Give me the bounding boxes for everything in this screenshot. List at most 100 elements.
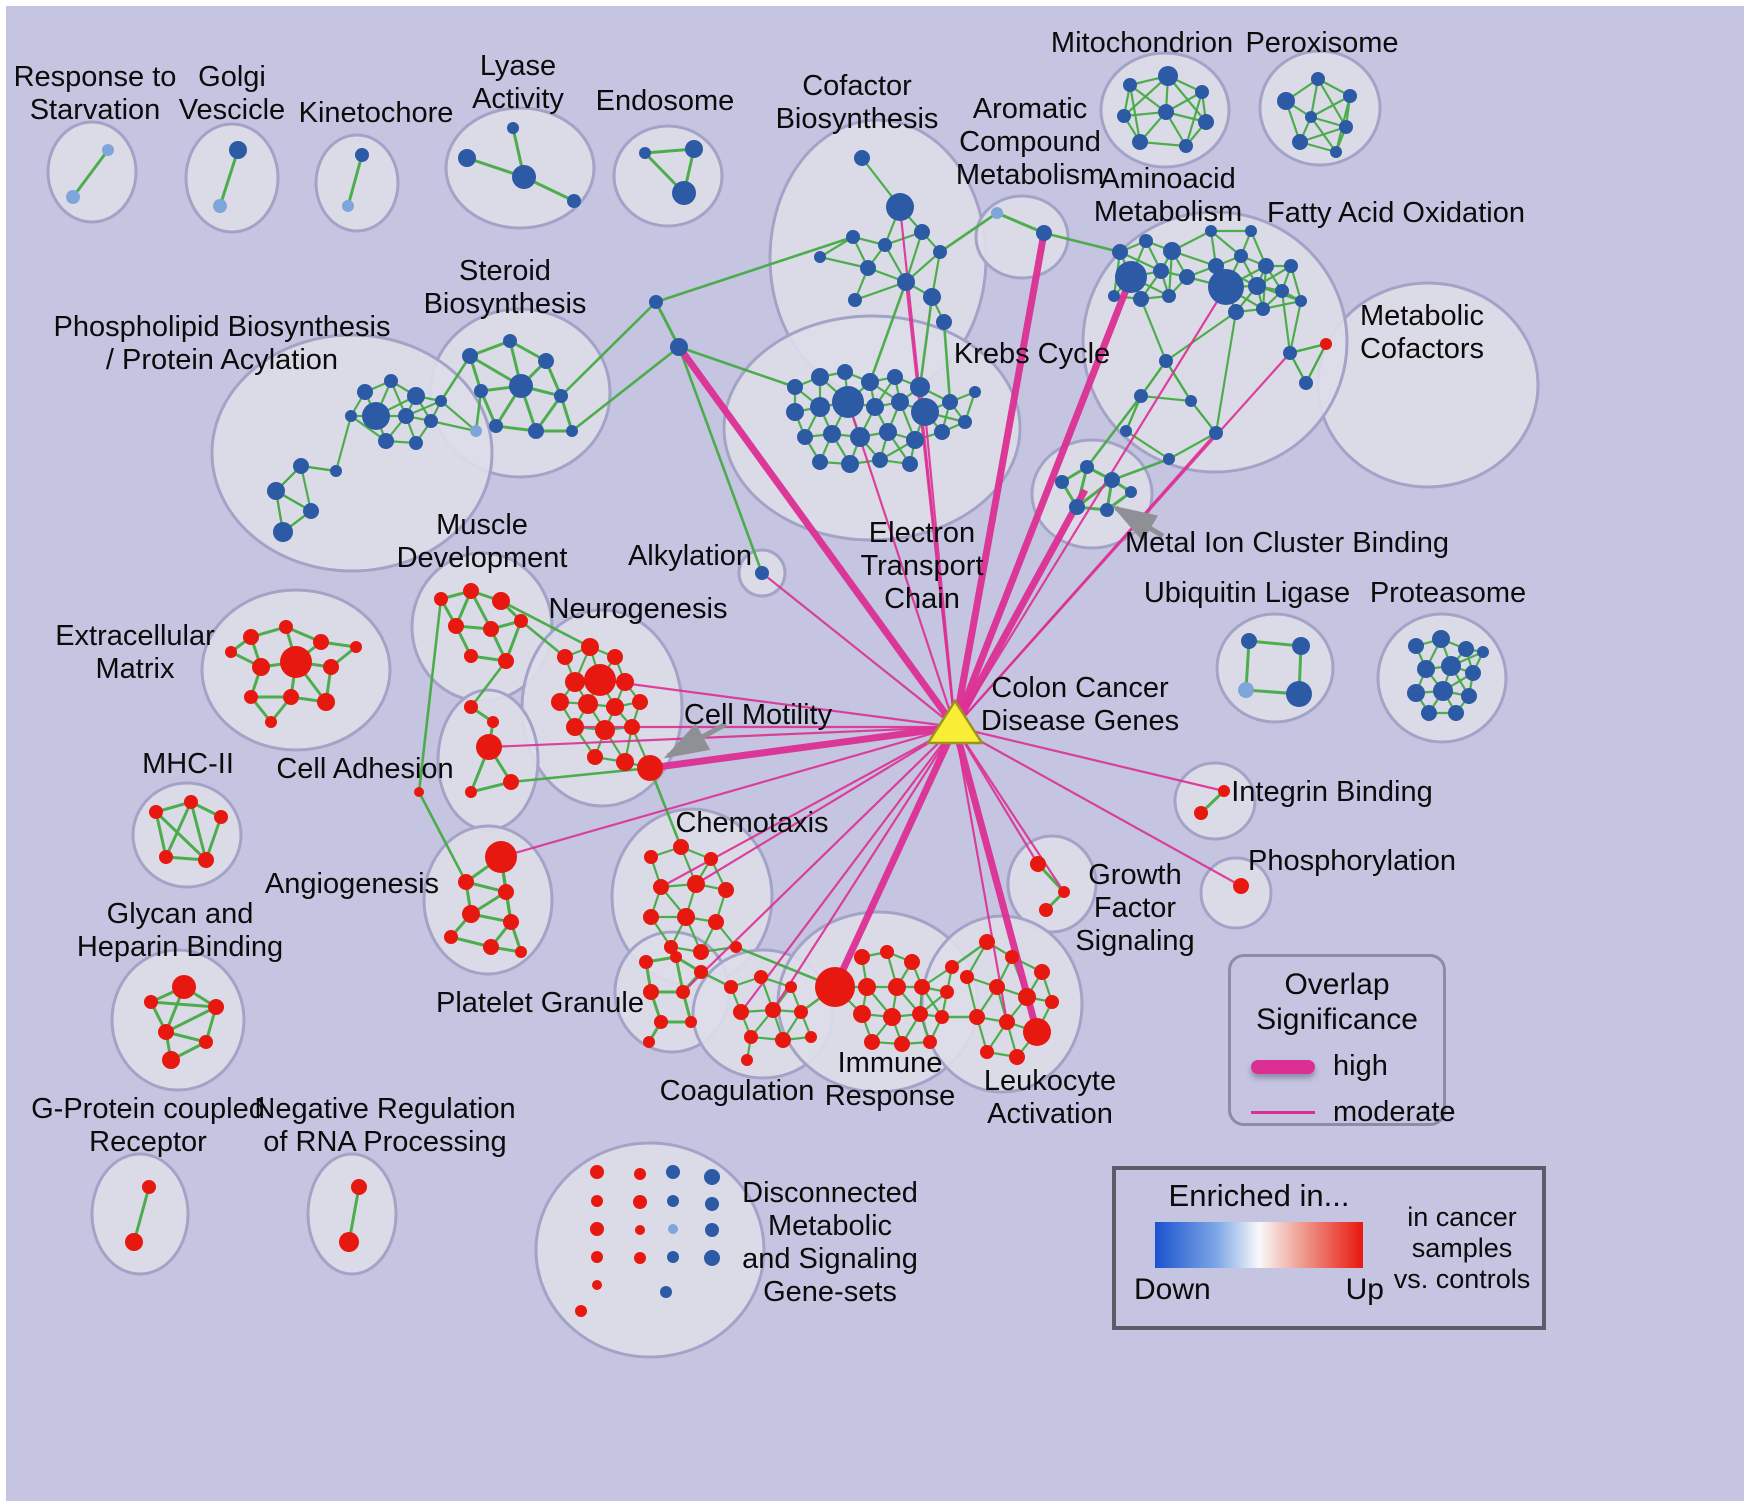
neurogenesis-node[interactable]: [565, 672, 585, 692]
extracellular-matrix-node[interactable]: [252, 658, 270, 676]
mitochondrion-node[interactable]: [1132, 134, 1148, 150]
muscle-development-node[interactable]: [463, 583, 479, 599]
electron-transport-chain-node[interactable]: [823, 425, 841, 443]
platelet-granule-node[interactable]: [685, 1016, 697, 1028]
muscle-development-node[interactable]: [498, 653, 514, 669]
kinetochore-node[interactable]: [342, 200, 354, 212]
electron-transport-chain-node[interactable]: [812, 454, 828, 470]
chemotaxis-node[interactable]: [704, 852, 718, 866]
response-to-starvation-node[interactable]: [102, 144, 114, 156]
chemotaxis-node[interactable]: [708, 914, 724, 930]
aromatic-compound-metabolism-node[interactable]: [991, 207, 1003, 219]
chemotaxis-node[interactable]: [677, 908, 695, 926]
neurogenesis-node[interactable]: [581, 638, 599, 656]
disconnected-gene-sets-node[interactable]: [705, 1197, 719, 1211]
immune-response-node[interactable]: [864, 1034, 880, 1050]
neurogenesis-node[interactable]: [637, 755, 663, 781]
growth-factor-signaling-node[interactable]: [1039, 903, 1053, 917]
peroxisome-node[interactable]: [1343, 89, 1357, 103]
coagulation-node[interactable]: [733, 1004, 749, 1020]
proteasome-node[interactable]: [1477, 646, 1489, 658]
steroid-biosynthesis-node[interactable]: [554, 389, 568, 403]
metabolism-core-node[interactable]: [1120, 425, 1132, 437]
mitochondrion-node[interactable]: [1195, 85, 1209, 99]
immune-response-node[interactable]: [945, 960, 959, 974]
cofactor-biosynthesis-node[interactable]: [814, 251, 826, 263]
ubiquitin-ligase-node[interactable]: [1286, 681, 1312, 707]
cell-adhesion-node[interactable]: [414, 787, 424, 797]
cofactor-biosynthesis-node[interactable]: [886, 193, 914, 221]
disconnected-gene-sets-node[interactable]: [704, 1169, 720, 1185]
proteasome-node[interactable]: [1465, 665, 1481, 681]
metabolism-core-node[interactable]: [1275, 284, 1289, 298]
metal-ion-cluster-binding-node[interactable]: [1125, 486, 1137, 498]
aromatic-compound-metabolism-node[interactable]: [1036, 225, 1052, 241]
immune-response-node[interactable]: [923, 1035, 937, 1049]
cell-adhesion-node[interactable]: [503, 774, 519, 790]
cofactor-biosynthesis-node[interactable]: [923, 288, 941, 306]
glycan-heparin-binding-node[interactable]: [208, 999, 224, 1015]
leukocyte-activation-node[interactable]: [980, 1045, 994, 1059]
immune-response-node[interactable]: [935, 1010, 949, 1024]
neurogenesis-node[interactable]: [606, 698, 624, 716]
metal-ion-cluster-binding-node[interactable]: [1055, 475, 1069, 489]
leukocyte-activation-node[interactable]: [1009, 1049, 1025, 1065]
coagulation-node[interactable]: [775, 1032, 791, 1048]
cell-adhesion-node[interactable]: [464, 700, 478, 714]
leukocyte-activation-node[interactable]: [989, 979, 1005, 995]
metabolism-core-node[interactable]: [1228, 304, 1244, 320]
phospholipid-biosynthesis-node[interactable]: [384, 374, 398, 388]
ubiquitin-ligase-node[interactable]: [1238, 682, 1254, 698]
metabolism-core-node[interactable]: [1115, 261, 1147, 293]
endosome-node[interactable]: [639, 147, 651, 159]
muscle-development-node[interactable]: [448, 618, 464, 634]
cell-adhesion-node[interactable]: [465, 786, 477, 798]
proteasome-node[interactable]: [1417, 660, 1435, 678]
angiogenesis-node[interactable]: [483, 939, 499, 955]
leukocyte-activation-node[interactable]: [1023, 1018, 1051, 1046]
angiogenesis-node[interactable]: [444, 930, 458, 944]
glycan-heparin-binding-node[interactable]: [172, 975, 196, 999]
phospholipid-biosynthesis-node[interactable]: [273, 522, 293, 542]
negative-regulation-rna-processing-node[interactable]: [339, 1232, 359, 1252]
electron-transport-chain-node[interactable]: [969, 386, 981, 398]
electron-transport-chain-node[interactable]: [787, 379, 803, 395]
metabolism-core-node[interactable]: [1108, 290, 1120, 302]
angiogenesis-node[interactable]: [458, 874, 474, 890]
neurogenesis-node[interactable]: [551, 693, 569, 711]
response-to-starvation-node[interactable]: [66, 190, 80, 204]
metabolism-core-node[interactable]: [1159, 354, 1173, 368]
coagulation-node[interactable]: [744, 1030, 758, 1044]
angiogenesis-node[interactable]: [515, 946, 527, 958]
kinetochore-node[interactable]: [355, 148, 369, 162]
golgi-vescicle-node[interactable]: [229, 141, 247, 159]
platelet-granule-node[interactable]: [670, 951, 682, 963]
platelet-granule-node[interactable]: [694, 965, 708, 979]
phosphorylation-node[interactable]: [1233, 878, 1249, 894]
bridge-nodes-node[interactable]: [649, 295, 663, 309]
mitochondrion-node[interactable]: [1158, 104, 1174, 120]
coagulation-node[interactable]: [754, 970, 768, 984]
coagulation-node[interactable]: [805, 1031, 817, 1043]
platelet-granule-node[interactable]: [643, 984, 659, 1000]
peroxisome-node[interactable]: [1311, 72, 1325, 86]
extracellular-matrix-node[interactable]: [279, 620, 293, 634]
neurogenesis-node[interactable]: [624, 719, 640, 735]
peroxisome-node[interactable]: [1330, 146, 1342, 158]
immune-response-node[interactable]: [888, 978, 906, 996]
chemotaxis-node[interactable]: [673, 839, 689, 855]
neurogenesis-node[interactable]: [578, 694, 598, 714]
cofactor-biosynthesis-node[interactable]: [936, 314, 952, 330]
electron-transport-chain-node[interactable]: [906, 431, 924, 449]
proteasome-node[interactable]: [1432, 630, 1450, 648]
proteasome-node[interactable]: [1441, 656, 1461, 676]
cofactor-biosynthesis-node[interactable]: [860, 260, 876, 276]
phospholipid-biosynthesis-node[interactable]: [303, 503, 319, 519]
leukocyte-activation-node[interactable]: [960, 970, 974, 984]
disconnected-gene-sets-node[interactable]: [660, 1286, 672, 1298]
phospholipid-biosynthesis-node[interactable]: [362, 402, 390, 430]
growth-factor-signaling-node[interactable]: [1058, 886, 1070, 898]
immune-response-node[interactable]: [940, 985, 954, 999]
disconnected-gene-sets-node[interactable]: [668, 1224, 678, 1234]
metabolism-core-node[interactable]: [1234, 249, 1248, 263]
